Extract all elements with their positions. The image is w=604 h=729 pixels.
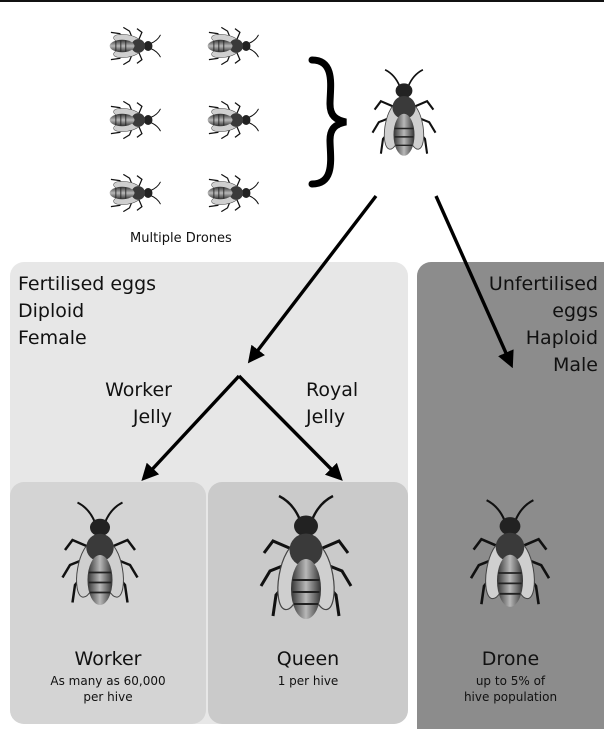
unfertilised-eggs-label: Unfertilised eggs Haploid Male	[468, 271, 598, 379]
queen-title: Queen	[208, 648, 408, 670]
drone-title: Drone	[417, 648, 604, 670]
drone-description: up to 5% of hive population	[417, 673, 604, 705]
worker-title: Worker	[10, 648, 206, 670]
worker-description: As many as 60,000 per hive	[10, 673, 206, 705]
royal-jelly-label: Royal Jelly	[306, 377, 386, 431]
mated-queen-bee	[373, 70, 436, 156]
grouping-brace	[312, 60, 346, 184]
queen-description: 1 per hive	[208, 673, 408, 689]
multiple-drones-group	[110, 27, 259, 211]
fertilised-eggs-label: Fertilised eggs Diploid Female	[18, 271, 156, 352]
queen-bee	[261, 496, 351, 619]
multiple-drones-label: Multiple Drones	[130, 231, 232, 246]
drone-bee	[471, 500, 549, 607]
worker-jelly-label: Worker Jelly	[100, 377, 172, 431]
arrow-to-fertilised	[252, 196, 376, 358]
worker-bee	[63, 503, 138, 606]
